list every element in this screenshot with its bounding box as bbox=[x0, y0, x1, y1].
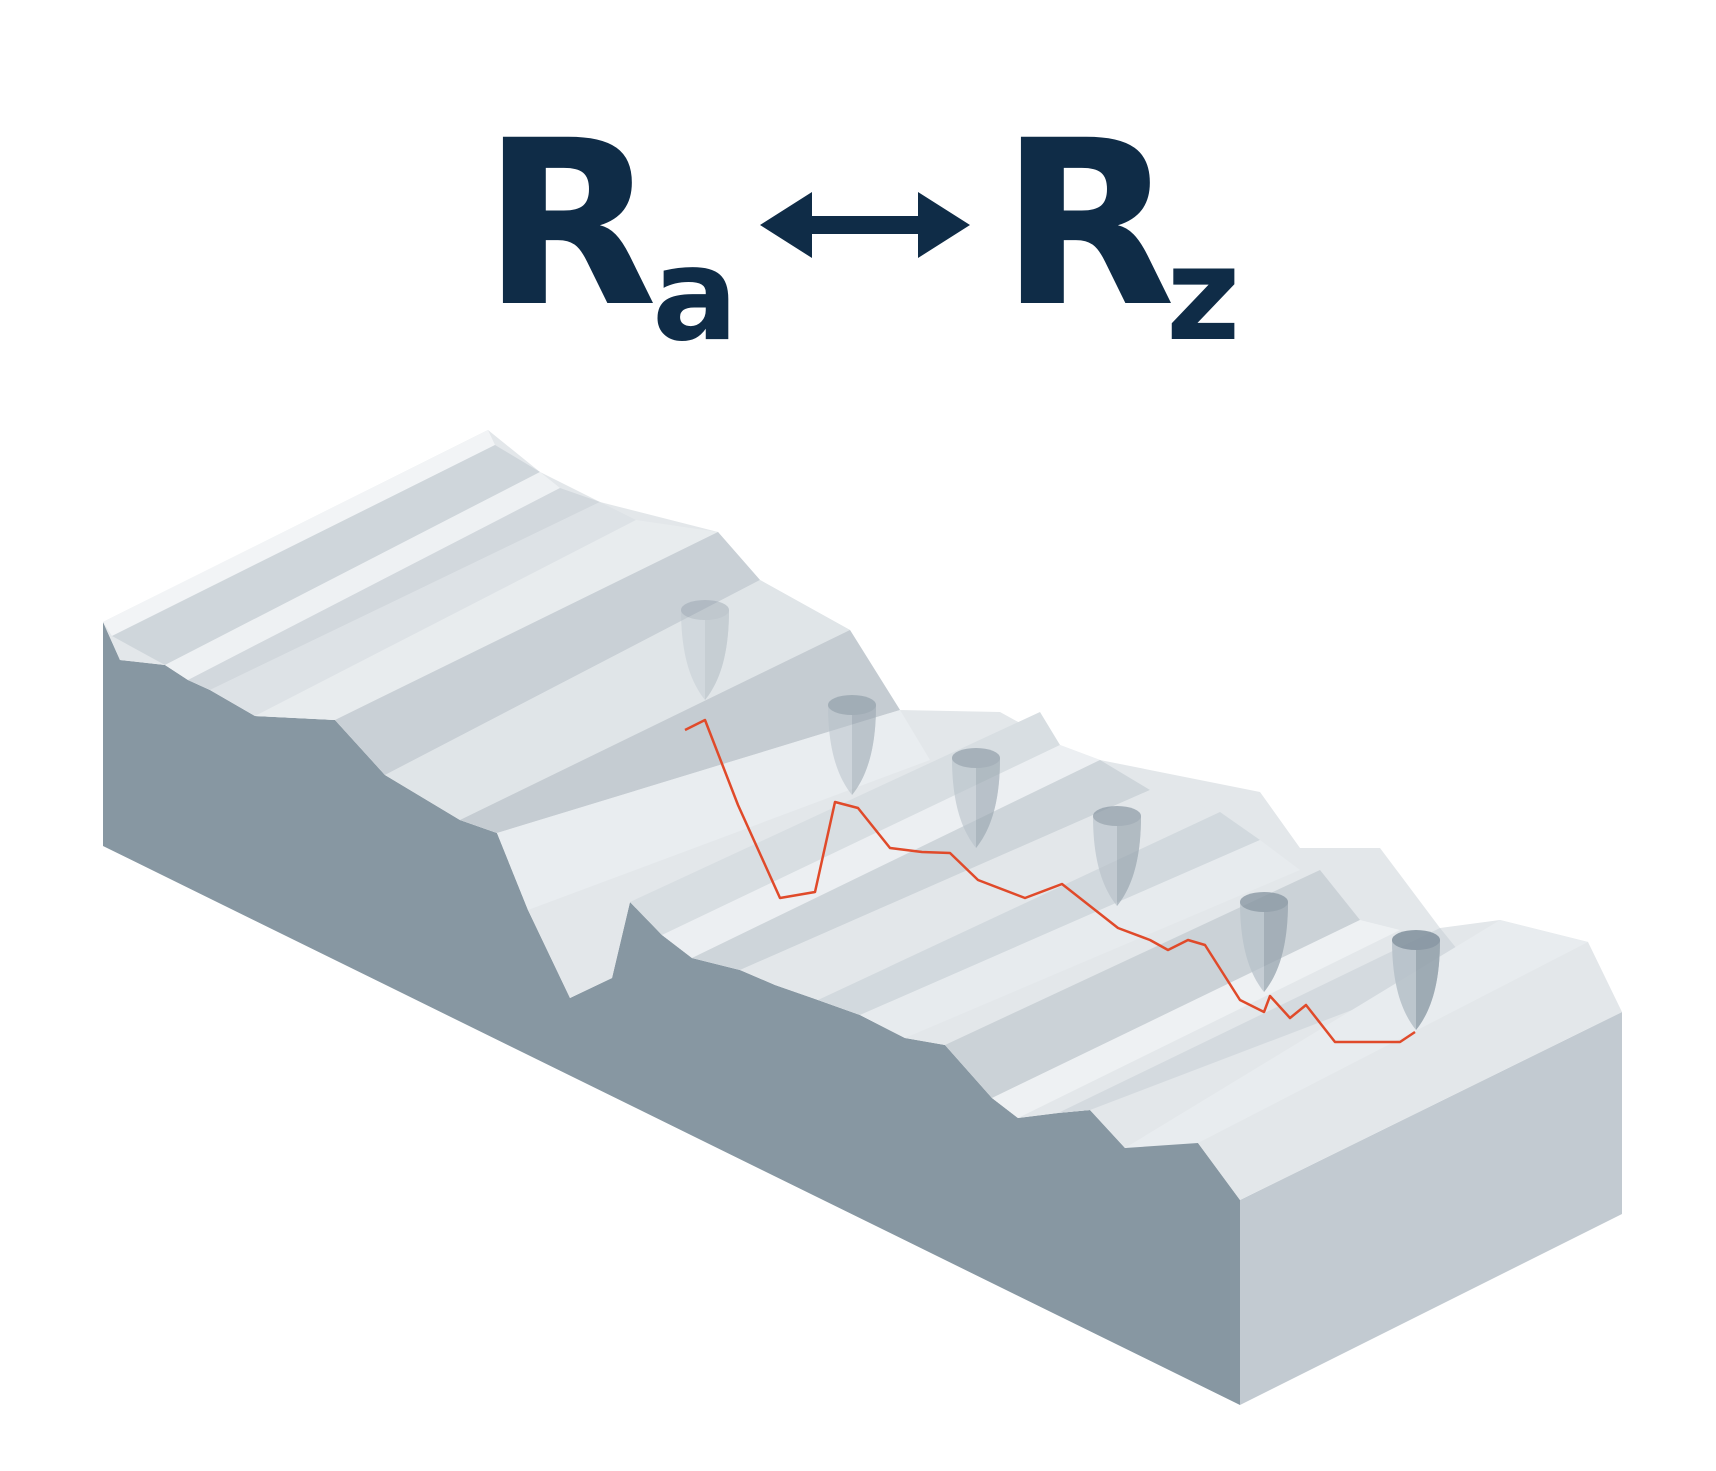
stylus-probe-icon bbox=[1392, 930, 1440, 1030]
groove-band bbox=[818, 812, 1260, 1015]
groove-band bbox=[112, 445, 540, 665]
stylus-probe-icon bbox=[681, 600, 729, 700]
groove-band bbox=[210, 502, 636, 716]
stylus-probe-icon bbox=[952, 748, 1000, 848]
groove-band bbox=[1058, 928, 1470, 1113]
ridge-band bbox=[165, 472, 560, 680]
ridge-band bbox=[255, 520, 718, 720]
ridge-band bbox=[385, 580, 850, 820]
ra-subscript: a bbox=[652, 221, 739, 370]
stylus-probe-icon bbox=[1093, 806, 1141, 906]
stylus-probe-icon bbox=[828, 695, 876, 795]
ridge-band bbox=[860, 840, 1300, 1038]
stylus-probes bbox=[681, 600, 1440, 1030]
rz-symbol: R bbox=[1000, 91, 1176, 357]
ridge-band bbox=[992, 920, 1400, 1118]
ridge-band bbox=[497, 710, 930, 910]
ridge-band bbox=[103, 430, 495, 636]
block-side-face bbox=[103, 622, 1240, 1405]
double-arrow-icon bbox=[760, 192, 970, 258]
groove-band bbox=[460, 630, 900, 833]
stylus-probe-icon bbox=[1240, 892, 1288, 992]
rz-subscript: z bbox=[1166, 221, 1241, 370]
groove-band bbox=[335, 532, 760, 775]
formula-header: R a R z bbox=[0, 0, 1716, 380]
block-end-face bbox=[1240, 1012, 1622, 1405]
profile-trace bbox=[684, 718, 1416, 1044]
groove-band bbox=[692, 760, 1150, 970]
ra-symbol: R bbox=[482, 91, 658, 357]
groove-band bbox=[188, 488, 600, 690]
ridge-band bbox=[1125, 920, 1588, 1148]
